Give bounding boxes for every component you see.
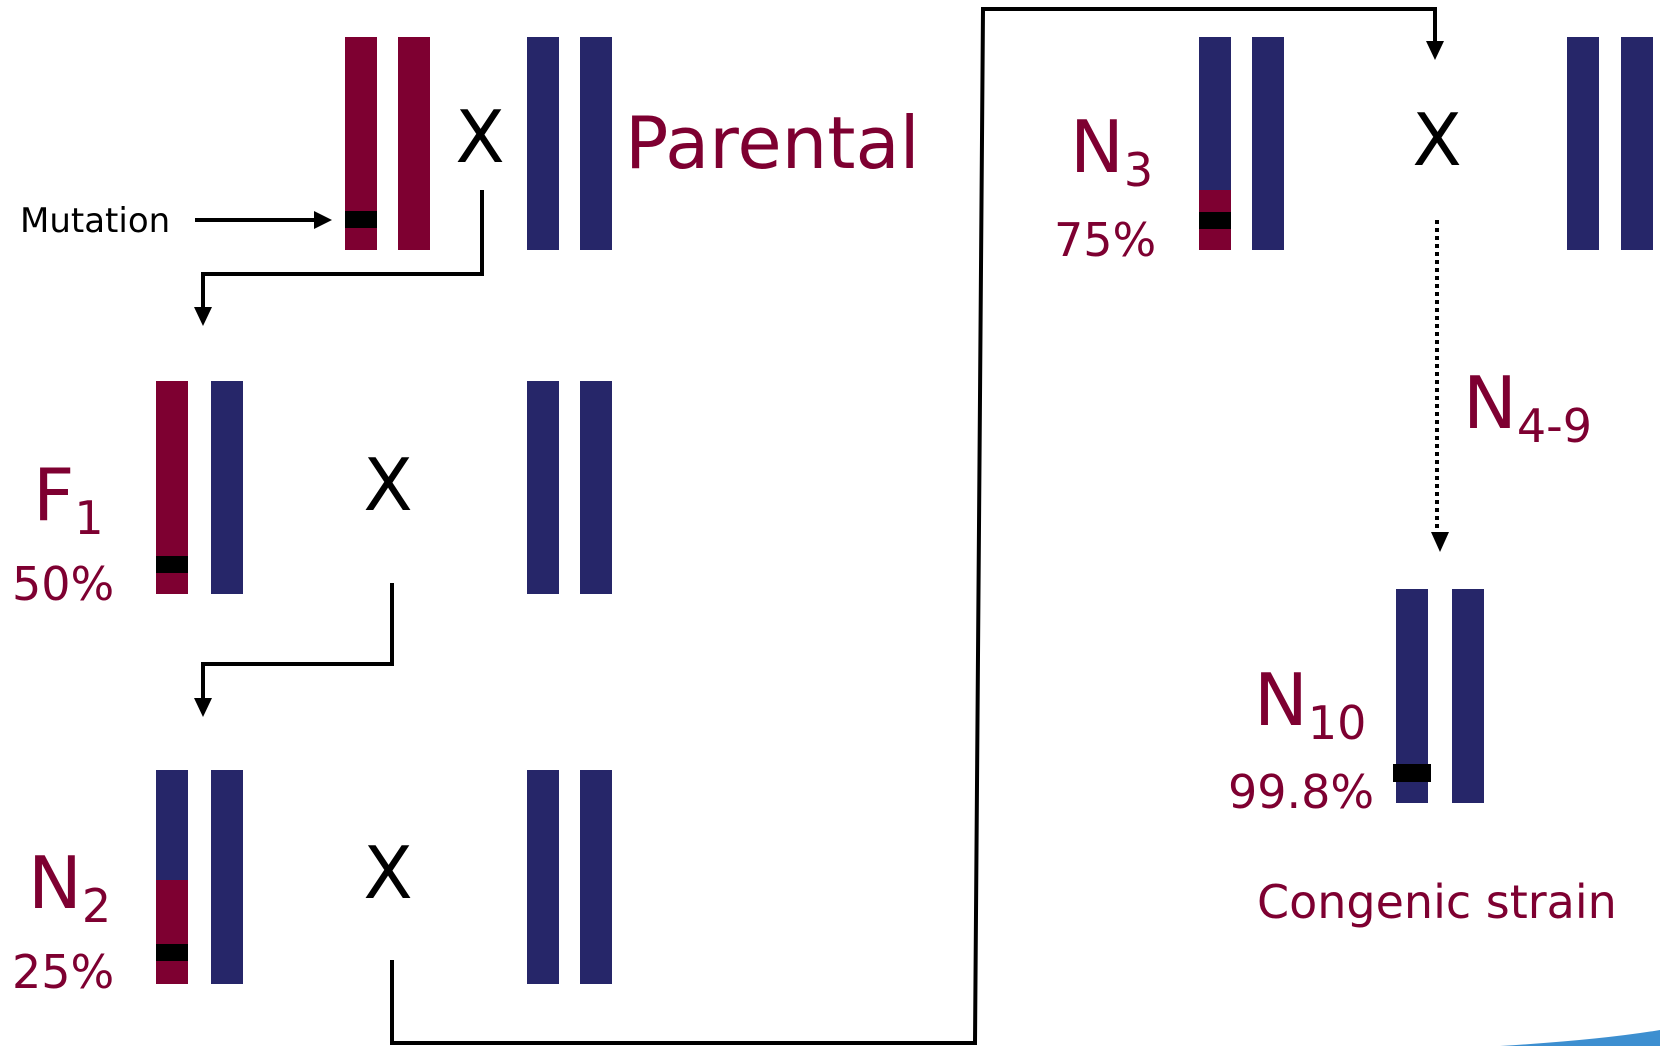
parental-label: Parental (625, 101, 920, 185)
n3-label: N3 (1070, 105, 1153, 197)
generation-letter: N (1463, 361, 1517, 445)
generation-letter: N (1070, 105, 1124, 189)
cross-symbol: X (1412, 98, 1461, 182)
f1-recipient-pair (527, 381, 612, 594)
corner-accent (1500, 1030, 1660, 1046)
n2-recombinant-pair (156, 770, 243, 984)
mutation-label: Mutation (20, 201, 170, 241)
parental-recipient-pair (527, 37, 612, 250)
chromosome (156, 770, 188, 880)
mutation-band (1393, 764, 1431, 782)
chromosome (527, 37, 559, 250)
chromosome (1621, 37, 1653, 250)
f1-percent: 50% (12, 557, 114, 611)
chromosome (156, 880, 188, 984)
congenic-strain-label: Congenic strain (1257, 875, 1617, 929)
chromosome (580, 37, 612, 250)
cross-symbol: X (363, 443, 412, 527)
generation-letter: N (28, 841, 82, 925)
n3-percent: 75% (1054, 213, 1156, 267)
generation-subscript: 10 (1308, 696, 1367, 750)
chromosome (211, 381, 243, 594)
chromosome (1567, 37, 1599, 250)
n2-label: N2 (28, 841, 111, 933)
arrowhead-icon (194, 307, 212, 326)
n2-recipient-pair (527, 770, 612, 984)
n2-percent: 25% (12, 945, 114, 999)
generation-letter: F (33, 453, 74, 537)
chromosome (580, 381, 612, 594)
mutation-band (156, 944, 188, 961)
arrowhead-icon (1426, 41, 1444, 60)
n10-percent: 99.8% (1228, 765, 1374, 819)
parental-donor-pair (345, 37, 430, 250)
n4-9-label: N4-9 (1463, 361, 1592, 453)
chromosome (211, 770, 243, 984)
arrowhead-icon (1431, 532, 1449, 552)
generation-subscript: 1 (74, 491, 103, 545)
arrowhead-icon (314, 211, 332, 229)
mutation-band (1199, 212, 1231, 229)
n10-label: N10 (1254, 658, 1366, 750)
f1-heterozygous-pair (156, 381, 243, 594)
n10-congenic-pair (1393, 589, 1484, 803)
chromosome (398, 37, 430, 250)
f1-label: F1 (33, 453, 104, 545)
connector-arrow (390, 7, 1437, 1045)
cross-symbol: X (455, 95, 504, 179)
chromosome (1252, 37, 1284, 250)
arrowhead-icon (194, 698, 212, 717)
chromosome (527, 770, 559, 984)
n3-recipient-pair (1567, 37, 1653, 250)
chromosome (1452, 589, 1484, 803)
connector-arrow (201, 190, 484, 310)
cross-symbol: X (363, 831, 412, 915)
chromosome (1199, 37, 1231, 190)
n3-recombinant-pair (1199, 37, 1284, 250)
chromosome (527, 381, 559, 594)
generation-letter: N (1254, 658, 1308, 742)
chromosome (580, 770, 612, 984)
connector-arrow (201, 583, 394, 700)
mutation-band (156, 556, 188, 573)
generation-subscript: 2 (82, 879, 111, 933)
generation-subscript: 4-9 (1517, 399, 1592, 453)
mutation-band (345, 211, 377, 228)
generation-subscript: 3 (1124, 143, 1153, 197)
